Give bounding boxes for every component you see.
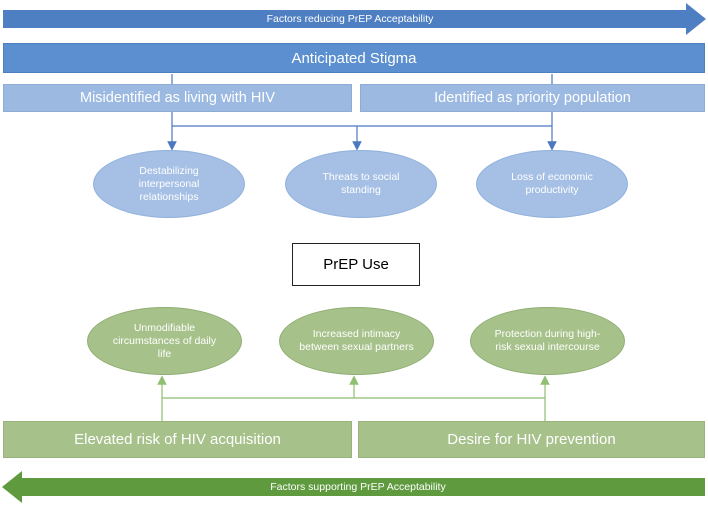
benefit-daily-life: Unmodifiable circumstances of daily life <box>87 307 242 375</box>
support-factor-desire-prevention: Desire for HIV prevention <box>358 421 705 458</box>
support-connectors <box>157 375 550 421</box>
bottom-arrow-label: Factors supporting PrEP Acceptability <box>270 481 446 493</box>
prep-use-box: PrEP Use <box>292 243 420 286</box>
support-factor-elevated-risk: Elevated risk of HIV acquisition <box>3 421 352 458</box>
consequence-relationships: Destabilizing interpersonal relationship… <box>93 150 245 218</box>
benefit-intimacy: Increased intimacy between sexual partne… <box>279 307 434 375</box>
bottom-arrow-shape <box>2 471 705 503</box>
stigma-type-priority-population: Identified as priority population <box>360 84 705 112</box>
consequence-social-standing: Threats to social standing <box>285 150 437 218</box>
benefit-protection: Protection during high-risk sexual inter… <box>470 307 625 375</box>
top-arrow-label: Factors reducing PrEP Acceptability <box>266 13 434 25</box>
top-arrow-shape <box>3 3 706 35</box>
stigma-connectors <box>167 74 557 151</box>
anticipated-stigma-box: Anticipated Stigma <box>3 43 705 73</box>
consequence-economic-productivity: Loss of economic productivity <box>476 150 628 218</box>
stigma-type-misidentified: Misidentified as living with HIV <box>3 84 352 112</box>
